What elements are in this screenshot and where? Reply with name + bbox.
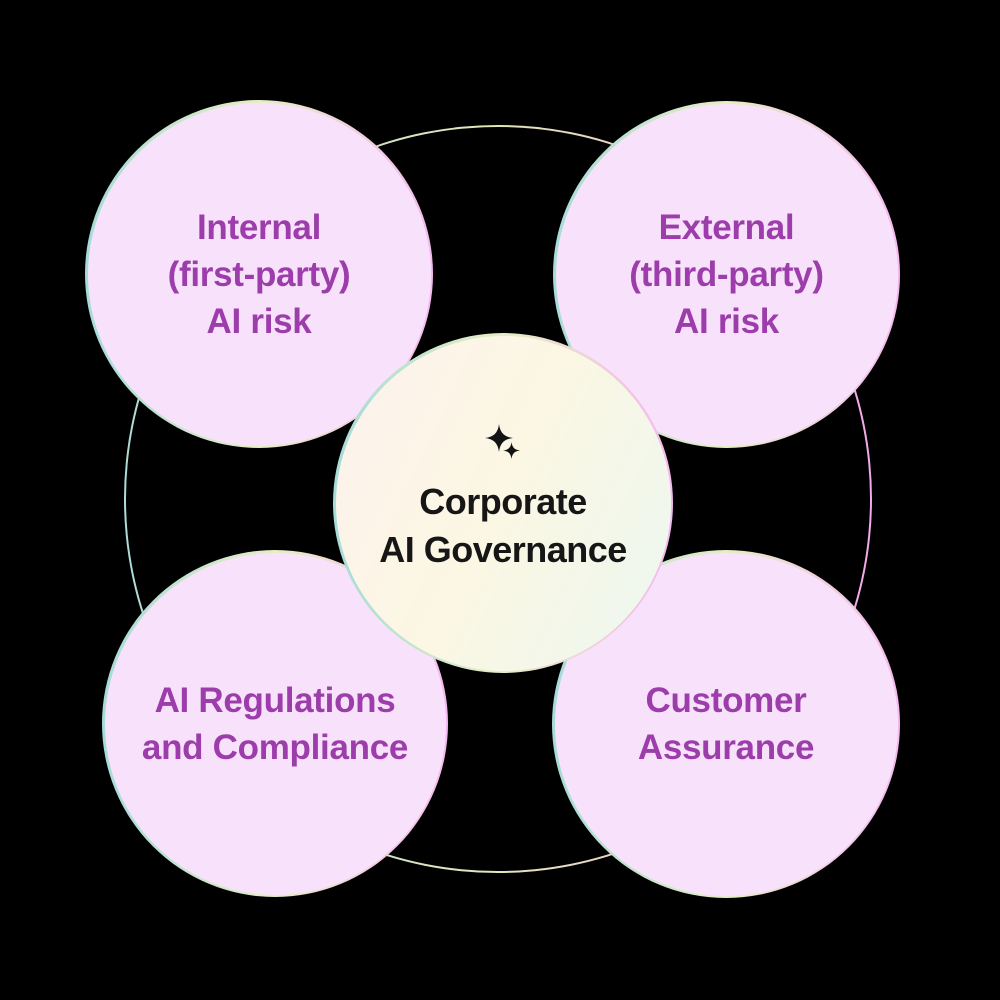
label-line: AI risk: [206, 301, 312, 341]
sparkle-icon: [485, 424, 520, 459]
label-line: (first-party): [167, 254, 351, 294]
circle-label: Internal (first-party) AI risk: [168, 204, 351, 345]
circle-corporate-ai-governance: Corporate AI Governance: [333, 333, 673, 673]
circle-label: AI Regulations and Compliance: [142, 677, 408, 771]
label-line: Internal: [196, 207, 321, 247]
label-line: Assurance: [637, 728, 815, 767]
label-line: AI risk: [674, 302, 779, 341]
label-line: External: [658, 208, 795, 247]
label-line: Customer: [645, 681, 807, 720]
center-title-line: AI Governance: [379, 529, 627, 570]
circle-label: Customer Assurance: [637, 677, 815, 771]
label-line: (third-party): [629, 255, 824, 294]
center-circle-title: Corporate AI Governance: [379, 478, 627, 574]
circle-label: External (third-party) AI risk: [629, 204, 824, 345]
center-title-line: Corporate: [419, 481, 587, 522]
label-line: AI Regulations: [154, 680, 396, 720]
label-line: and Compliance: [141, 727, 409, 767]
